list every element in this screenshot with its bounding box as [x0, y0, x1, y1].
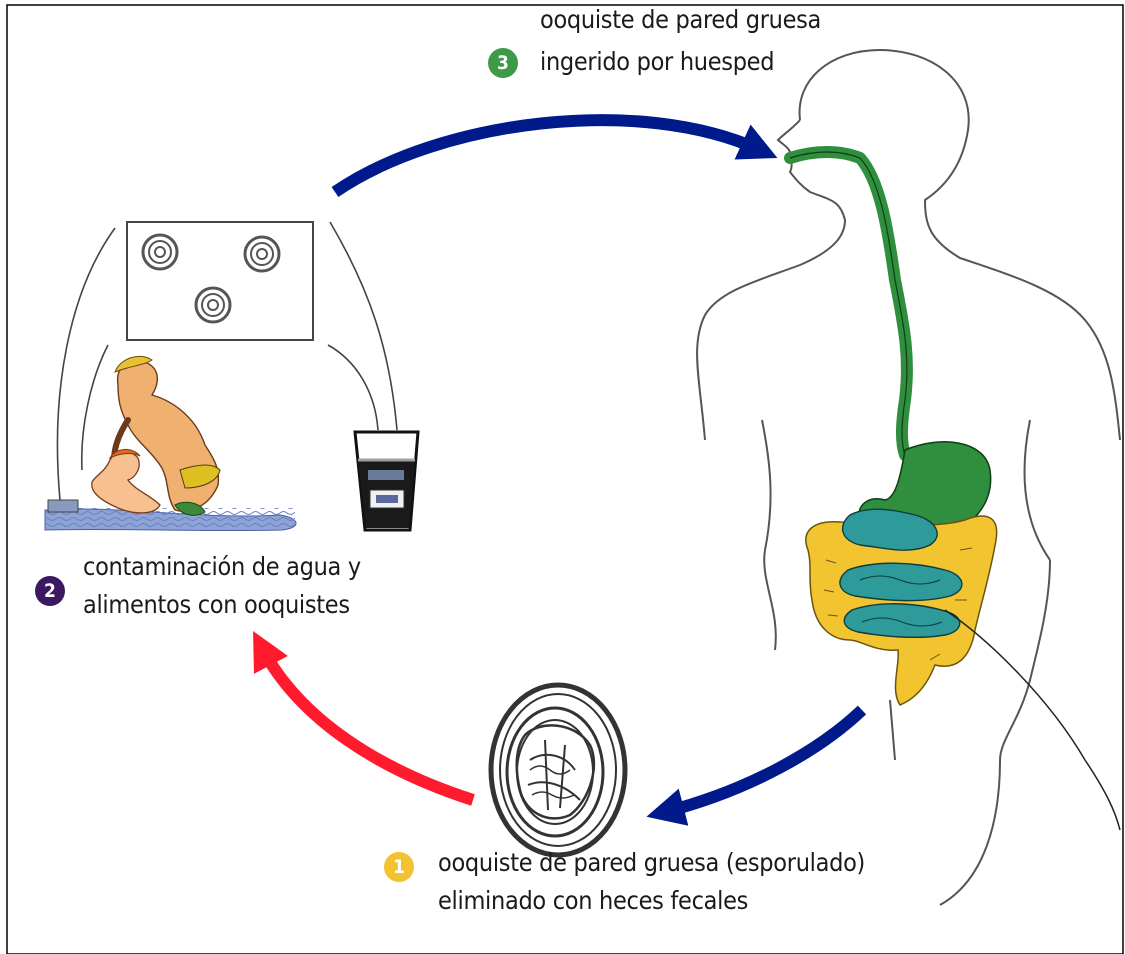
child-figure [92, 451, 160, 512]
step-3-line-2: ingerido por huesped [540, 45, 774, 79]
oocyst-slide-box [127, 222, 313, 340]
arrow-to-contamination [262, 648, 473, 800]
pool-ladder [48, 500, 78, 512]
step-2-badge: 2 [35, 576, 65, 606]
step-2-line-1: contaminación de agua y [83, 550, 361, 584]
step-1-line-1: ooquiste de pared gruesa (esporulado) [438, 846, 865, 880]
step-3-badge: 3 [488, 48, 518, 78]
step-1-line-2: eliminado con heces fecales [438, 884, 748, 918]
step-1-badge: 1 [384, 852, 414, 882]
arrow-to-oocyst [665, 710, 862, 812]
esophagus [790, 152, 907, 455]
step-2-line-2: alimentos con ooquistes [83, 588, 350, 622]
sporulated-oocyst-illustration [491, 685, 625, 855]
step-3-line-1: ooquiste de pared gruesa [540, 3, 821, 37]
arrow-to-host [335, 120, 760, 192]
water-glass-illustration [355, 432, 418, 530]
